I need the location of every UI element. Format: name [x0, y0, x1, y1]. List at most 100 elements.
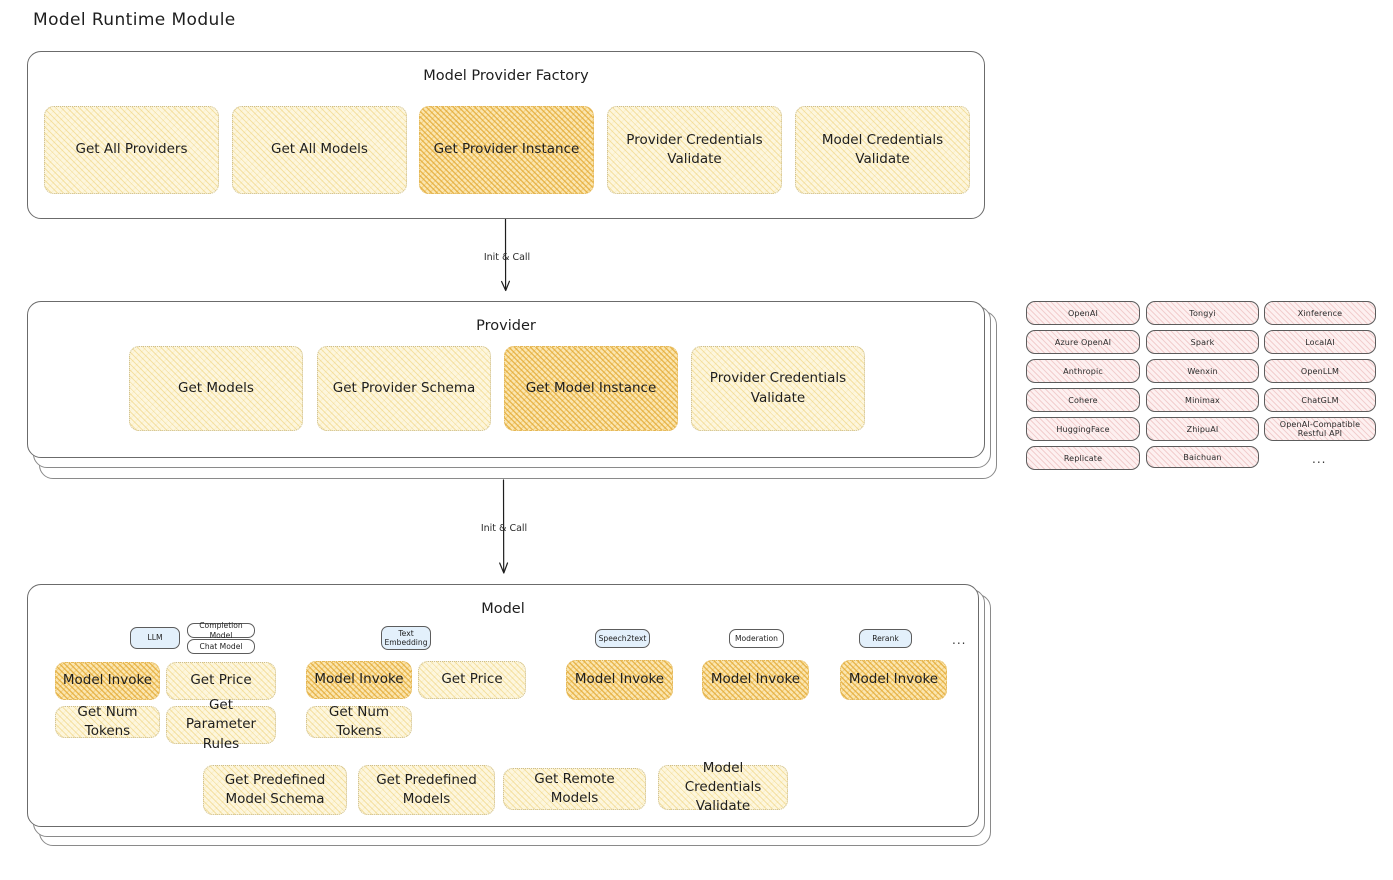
badge-label: Chat Model [199, 641, 243, 651]
badge-label: Completion Model [199, 621, 243, 640]
node-label: Model Invoke [62, 672, 153, 689]
node-label: Model Invoke [710, 671, 801, 688]
arrow-provider-to-model [499, 479, 509, 574]
chip-label: Tongyi [1189, 308, 1216, 318]
model-common-method-model-credentials-validate[interactable]: Model Credentials Validate [658, 760, 788, 814]
node-label: Model Invoke [314, 671, 404, 688]
provider-chip-openai[interactable]: OpenAI [1026, 301, 1140, 325]
node-label: Provider Credentials Validate [709, 370, 847, 406]
provider-node-provider-credentials-validate[interactable]: Provider Credentials Validate [691, 346, 865, 431]
chip-label: Minimax [1185, 395, 1220, 405]
chip-label: Cohere [1068, 395, 1098, 405]
chip-label: OpenAI [1067, 308, 1099, 318]
chip-label: Wenxin [1187, 366, 1218, 376]
badge-label: Rerank [872, 633, 899, 643]
provider-chip-localai[interactable]: LocalAI [1264, 330, 1376, 354]
node-label: Get Provider Schema [332, 379, 476, 396]
model-type-badge-speech2text[interactable]: Speech2text [595, 629, 650, 648]
page-title: Model Runtime Module [33, 10, 236, 30]
model-subtype-badge-completion-model[interactable]: Completion Model [187, 621, 255, 640]
text-embedding-method-model-invoke[interactable]: Model Invoke [306, 661, 412, 699]
model-type-badge-text-embedding[interactable]: Text Embedding [381, 626, 431, 650]
chip-label: Xinference [1297, 308, 1343, 318]
provider-chip-spark[interactable]: Spark [1146, 330, 1259, 354]
chip-label: Anthropic [1063, 366, 1103, 376]
chip-label: OpenLLM [1300, 366, 1340, 376]
node-label: Get Provider Instance [433, 141, 580, 158]
model-common-method-get-remote-models[interactable]: Get Remote Models [503, 768, 646, 810]
chip-label: ZhipuAI [1186, 424, 1219, 434]
provider-chip-replicate[interactable]: Replicate [1026, 446, 1140, 470]
provider-list-more-ellipsis: ... [1312, 452, 1327, 466]
model-type-badge-llm[interactable]: LLM [130, 627, 180, 649]
provider-chip-openllm[interactable]: OpenLLM [1264, 359, 1376, 383]
chip-label: Baichuan [1183, 452, 1222, 462]
model-title: Model [481, 601, 525, 617]
text-embedding-method-get-num-tokens[interactable]: Get Num Tokens [306, 703, 412, 739]
model-type-badge-moderation[interactable]: Moderation [729, 629, 784, 648]
model-types-more-ellipsis: ... [952, 633, 967, 647]
node-label: Get Model Instance [525, 379, 657, 396]
model-provider-factory-title: Model Provider Factory [423, 68, 589, 84]
badge-label: Moderation [734, 633, 778, 643]
node-label: Get Num Tokens [328, 703, 390, 739]
chip-label: Azure OpenAI [1054, 337, 1112, 347]
node-label: Get Parameter Rules [185, 697, 257, 752]
model-subtype-badge-chat-model[interactable]: Chat Model [187, 639, 255, 654]
node-label: Provider Credentials Validate [626, 131, 763, 167]
provider-chip-cohere[interactable]: Cohere [1026, 388, 1140, 412]
provider-node-get-models[interactable]: Get Models [129, 346, 303, 431]
provider-chip-huggingface[interactable]: HuggingFace [1026, 417, 1140, 441]
model-common-method-get-predefined-models[interactable]: Get Predefined Models [358, 765, 495, 815]
moderation-method-model-invoke[interactable]: Model Invoke [702, 660, 809, 700]
factory-node-get-provider-instance[interactable]: Get Provider Instance [419, 106, 594, 194]
node-label: Model Credentials Validate [684, 759, 762, 815]
chip-label: LocalAI [1305, 337, 1335, 347]
provider-chip-tongyi[interactable]: Tongyi [1146, 301, 1259, 325]
chip-label: OpenAI-Compatible Restful API [1279, 420, 1361, 438]
factory-node-get-all-models[interactable]: Get All Models [232, 106, 407, 194]
arrow-label-init-and-call-2: Init & Call [480, 523, 528, 534]
llm-method-get-price[interactable]: Get Price [166, 662, 276, 700]
node-label: Model Invoke [848, 671, 939, 688]
badge-label: Text Embedding [384, 628, 428, 647]
speech2text-method-model-invoke[interactable]: Model Invoke [566, 660, 673, 700]
node-label: Get Models [178, 379, 254, 396]
node-label: Model Invoke [574, 671, 665, 688]
provider-chip-xinference[interactable]: Xinference [1264, 301, 1376, 325]
model-common-method-get-predefined-model-schema[interactable]: Get Predefined Model Schema [203, 765, 347, 815]
provider-node-get-model-instance[interactable]: Get Model Instance [504, 346, 678, 431]
model-type-badge-rerank[interactable]: Rerank [859, 629, 912, 648]
provider-node-get-provider-schema[interactable]: Get Provider Schema [317, 346, 491, 431]
factory-node-provider-credentials-validate[interactable]: Provider Credentials Validate [607, 106, 782, 194]
node-label: Get Predefined Models [376, 771, 477, 807]
badge-label: Speech2text [598, 633, 647, 643]
provider-chip-zhipuai[interactable]: ZhipuAI [1146, 417, 1259, 441]
provider-chip-minimax[interactable]: Minimax [1146, 388, 1259, 412]
node-label: Get All Models [271, 141, 368, 158]
chip-label: HuggingFace [1056, 424, 1110, 434]
provider-chip-chatglm[interactable]: ChatGLM [1264, 388, 1376, 412]
node-label: Get Remote Models [534, 770, 615, 806]
llm-method-get-parameter-rules[interactable]: Get Parameter Rules [166, 697, 276, 752]
factory-node-get-all-providers[interactable]: Get All Providers [44, 106, 219, 194]
node-label: Get Num Tokens [77, 703, 138, 739]
node-label: Get All Providers [75, 141, 188, 158]
provider-chip-azure-openai[interactable]: Azure OpenAI [1026, 330, 1140, 354]
node-label: Get Price [190, 672, 252, 689]
arrow-factory-to-provider [501, 218, 510, 292]
text-embedding-method-get-price[interactable]: Get Price [418, 661, 526, 699]
llm-method-get-num-tokens[interactable]: Get Num Tokens [55, 703, 160, 739]
chip-label: ChatGLM [1301, 395, 1339, 405]
rerank-method-model-invoke[interactable]: Model Invoke [840, 660, 947, 700]
arrow-label-init-and-call-1: Init & Call [483, 252, 531, 263]
llm-method-model-invoke[interactable]: Model Invoke [55, 662, 160, 700]
provider-chip-openai-compatible-restful-api[interactable]: OpenAI-Compatible Restful API [1264, 417, 1376, 441]
provider-title: Provider [476, 318, 536, 334]
provider-chip-anthropic[interactable]: Anthropic [1026, 359, 1140, 383]
node-label: Get Price [441, 671, 503, 688]
node-label: Get Predefined Model Schema [224, 771, 326, 807]
provider-chip-wenxin[interactable]: Wenxin [1146, 359, 1259, 383]
factory-node-model-credentials-validate[interactable]: Model Credentials Validate [795, 106, 970, 194]
provider-chip-baichuan[interactable]: Baichuan [1146, 446, 1259, 468]
